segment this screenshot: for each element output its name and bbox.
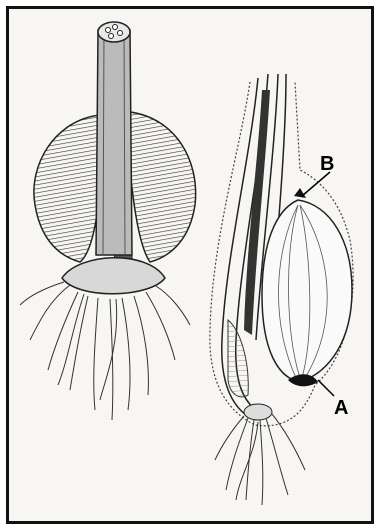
cross-section-drawing: B A: [210, 74, 353, 505]
label-a: A: [334, 397, 348, 419]
whole-bulb-drawing: [20, 22, 196, 420]
leader-line-b: [302, 172, 330, 196]
leader-line-a: [318, 380, 334, 396]
label-b: B: [320, 153, 334, 175]
